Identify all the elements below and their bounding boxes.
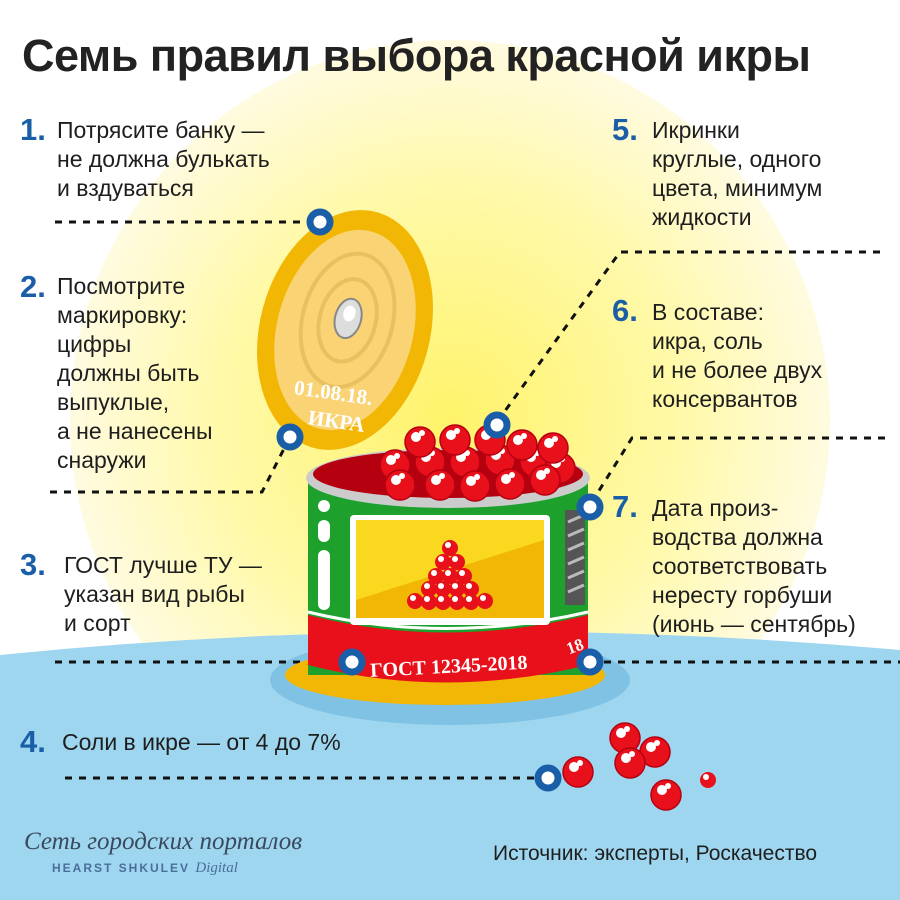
can-lid	[257, 210, 433, 450]
source-note: Источник: эксперты, Роскачество	[493, 842, 818, 865]
leader-lines	[50, 220, 900, 780]
logo-digital: Digital	[195, 860, 238, 876]
rule-7-text: Дата произ- водства должна соответствова…	[652, 495, 856, 637]
rule-6-number: 6.	[612, 293, 638, 328]
markers	[276, 208, 604, 792]
caviar-top	[379, 424, 576, 502]
rule-7-number: 7.	[612, 489, 638, 524]
water	[0, 631, 900, 900]
rule-6-text: В составе: икра, соль и не более двух ко…	[652, 299, 823, 412]
logo-brand: HEARST SHKULEV	[52, 861, 191, 875]
can-band	[308, 615, 588, 683]
logo-title: Сеть городских порталов	[24, 828, 303, 855]
rule-3-text: ГОСТ лучше ТУ — указан вид рыбы и сорт	[64, 552, 262, 636]
rule-2-number: 2.	[20, 269, 46, 304]
logo-subtitle: HEARST SHKULEV Digital	[52, 860, 238, 877]
rule-5-number: 5.	[612, 112, 638, 147]
yellow-glow	[70, 40, 830, 800]
rule-4-number: 4.	[20, 724, 46, 759]
rule-2-text: Посмотрите маркировку: цифры должны быть…	[57, 273, 213, 473]
rule-5-text: Икринки круглые, одного цвета, минимум ж…	[652, 117, 823, 230]
rule-1-text: Потрясите банку — не должна булькать и в…	[57, 117, 270, 201]
rule-1-number: 1.	[20, 112, 46, 147]
rule-3-number: 3.	[20, 547, 46, 582]
rule-4-text: Соли в икре — от 4 до 7%	[62, 729, 341, 755]
page-title: Семь правил выбора красной икры	[22, 30, 811, 81]
